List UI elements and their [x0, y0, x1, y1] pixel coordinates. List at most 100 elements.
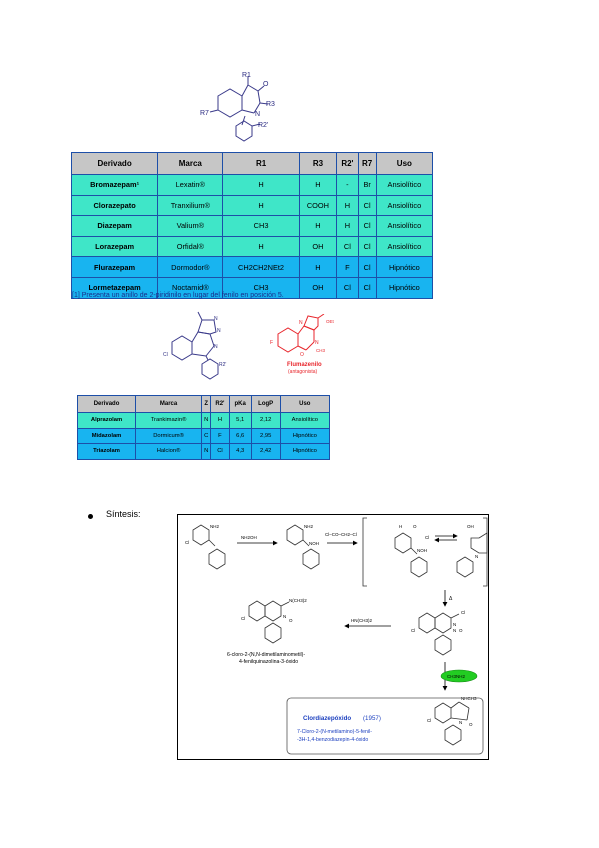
table-row: Lorazepam Orfidal® H OH Cl Cl Ansiolític…: [70, 235, 434, 258]
cell: H: [222, 174, 300, 196]
col-header: Marca: [157, 152, 224, 175]
cell: Valium®: [157, 215, 224, 237]
reagent-hydroxylamine: NH2OH: [241, 535, 257, 540]
atom-label: NOH: [309, 541, 319, 546]
atom-label: N(CH3)2: [289, 598, 307, 603]
cell: H: [298, 215, 338, 237]
col-header: pKa: [228, 395, 252, 413]
synthesis-heading: Síntesis:: [106, 509, 141, 519]
col-header: Derivado: [70, 152, 159, 175]
cell: Hipnótico: [375, 276, 434, 299]
product-a-name-line1: 6-cloro-2-(N,N-dimetilaminometil)-: [227, 652, 305, 658]
cell: Cl: [357, 194, 377, 217]
col-header: Derivado: [76, 395, 137, 413]
cell: 2,95: [250, 427, 281, 444]
atom-label: O: [413, 524, 417, 529]
cell: Bromazepam¹: [70, 174, 159, 196]
cell: Cl: [357, 215, 377, 237]
core-label-r7: R7: [200, 110, 209, 117]
col-header: R3: [298, 152, 338, 175]
cell: F: [336, 256, 359, 278]
atom-label: NH2: [210, 524, 219, 529]
cell: Orfidal®: [157, 235, 224, 258]
cell: Cl: [357, 276, 377, 299]
cell: 5,1: [228, 412, 252, 429]
atom-label: NHCH3: [461, 696, 477, 701]
cell: H: [222, 235, 300, 258]
cell: Cl: [336, 235, 359, 258]
col-header: R7: [357, 152, 377, 175]
core-label-o: O: [263, 81, 269, 88]
final-product-box: [286, 697, 484, 755]
benzodiazepine-table: Derivado Marca R1 R3 R2' R7 Uso Bromazep…: [70, 152, 434, 299]
cell: H: [298, 256, 338, 278]
cell: Midazolam: [76, 427, 137, 444]
table-row: Bromazepam¹ Lexatin® H H - Br Ansiolític…: [70, 174, 434, 196]
atom-label: N: [283, 614, 286, 619]
cell: Br: [357, 174, 377, 196]
cell: H: [222, 194, 300, 217]
mid-label-cl: Cl: [163, 352, 168, 358]
core-label-n: N: [255, 111, 260, 118]
col-header: R1: [222, 152, 300, 175]
cell: Dormicum®: [135, 427, 203, 444]
table-header-row: Derivado Marca Z R2' pKa LogP Uso: [76, 395, 331, 413]
cell: Trankimazin®: [135, 412, 203, 429]
reagent-dimethylamine: HN(CH3)2: [351, 618, 372, 623]
flu-label-oet: OEt: [326, 319, 335, 324]
reagent-methylamine-badge: [440, 669, 478, 683]
atom-label: Cl: [411, 628, 415, 633]
atom-label: N: [459, 720, 462, 725]
cell: Diazepam: [70, 215, 159, 237]
flu-label-o: O: [300, 352, 304, 358]
synthesis-scheme: NH2OH Cl–CO–CH2–Cl Δ HN(CH3)2 CH3NH2 NH2…: [185, 517, 488, 755]
cell: Cl: [210, 443, 230, 460]
table-row: Clorazepato Tranxilium® H COOH H Cl Ansi…: [70, 194, 434, 217]
atom-label: Cl: [427, 718, 431, 723]
cell: Triazolam: [76, 443, 137, 460]
cell: 2,42: [250, 443, 281, 460]
cell: -: [336, 174, 359, 196]
cell: Lorazepam: [70, 235, 159, 258]
atom-label: NOH: [417, 548, 427, 553]
cell: Ansiolítico: [375, 235, 434, 258]
flu-label-ch3: CH3: [316, 348, 325, 353]
mid-label-n2: N: [217, 328, 221, 334]
cell: Dormodor®: [157, 256, 224, 278]
atom-label: N: [453, 622, 456, 627]
final-product-iupac-line2: -3H-1,4-benzodiazepin-4-óxido: [297, 737, 368, 743]
core-label-r2p: R2': [258, 122, 268, 129]
cell: H: [336, 215, 359, 237]
cell: Ansiolítico: [375, 215, 434, 237]
bullet-dot: [88, 514, 93, 519]
cell: Halcion®: [135, 443, 203, 460]
atom-label: Cl: [185, 540, 189, 545]
atom-label: H: [399, 524, 402, 529]
flumazenil-name: Flumazenilo: [287, 362, 322, 368]
cell: CH3: [222, 276, 300, 299]
atom-label: N: [475, 554, 478, 559]
mid-label-n3: N: [214, 344, 218, 350]
atom-label: Cl: [241, 616, 245, 621]
atom-label: OH: [467, 524, 474, 529]
cell: Cl: [357, 235, 377, 258]
triazolo-table: Derivado Marca Z R2' pKa LogP Uso Alpraz…: [76, 395, 331, 460]
cell: Cl: [357, 256, 377, 278]
col-header: R2': [336, 152, 359, 175]
cell: Lexatin®: [157, 174, 224, 196]
cell: F: [210, 427, 230, 444]
table-row: Alprazolam Trankimazin® N H 5,1 2,12 Ans…: [76, 412, 331, 429]
table-footnote: [1] Presenta un anillo de 2-piridinilo e…: [72, 292, 284, 299]
product-a-name-line2: 4-fenilquinazolina-3-óxido: [239, 659, 298, 665]
table-header-row: Derivado Marca R1 R3 R2' R7 Uso: [70, 152, 434, 175]
cell: Hipnótico: [375, 256, 434, 278]
mid-label-r2p: R2': [219, 362, 226, 368]
col-header: LogP: [250, 395, 281, 413]
atom-label: O: [469, 722, 473, 727]
reagent-methylamine: CH3NH2: [447, 674, 466, 679]
cell: Clorazepato: [70, 194, 159, 217]
final-product-iupac-line1: 7-Cloro-2-(N-metilamino)-5-fenil-: [297, 729, 372, 735]
flumazenil-structure: N N O F CH3 OEt Flumazenilo (antagonista…: [270, 314, 335, 375]
cell: COOH: [298, 194, 338, 217]
triazolobenzodiazepine-structure: N N N Cl R2': [163, 311, 226, 380]
